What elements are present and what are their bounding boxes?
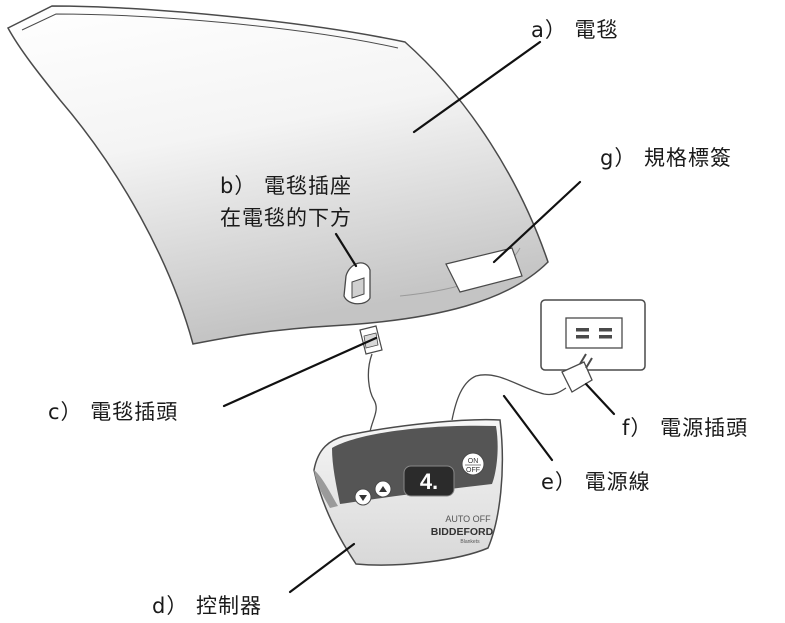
on-off-button[interactable]: ON OFF [461,452,485,476]
auto-off-text: AUTO OFF [445,514,491,524]
controller-panel [332,425,498,504]
callout-line-f [584,382,616,416]
label-blanket-plug: c） 電毯插頭 [48,400,179,424]
svg-text:OFF: OFF [466,467,480,474]
wall-outlet [540,299,646,371]
label-power-plug: f） 電源插頭 [622,416,749,440]
callout-line-b [334,232,358,268]
display-value: 4. [420,469,438,494]
callout-lines [222,40,616,594]
controller: 4. ON OFF AUTO OFF BIDDEFORD Blankets [313,418,504,566]
triangle-up-icon [379,486,387,492]
callout-line-c [222,336,378,408]
power-plug [561,353,593,393]
callout-line-d [288,542,356,594]
blanket-cord [367,353,377,433]
controller-display [403,465,455,497]
callout-line-g [492,180,582,264]
callout-line-e [502,394,554,462]
electric-blanket [6,5,549,345]
label-power-cord: e） 電源線 [541,470,651,494]
power-cord [451,374,567,421]
label-socket-line2: 在電毯的下方 [220,206,352,230]
callout-line-a [412,40,542,134]
temp-down-button[interactable] [354,488,372,506]
label-controller: d） 控制器 [152,594,263,618]
label-blanket: a） 電毯 [531,18,619,42]
label-socket-line1: b） 電毯插座 [219,174,352,198]
brand-sub-text: Blankets [460,539,480,545]
spec-label-tag [445,247,523,293]
temp-up-button[interactable] [374,480,392,498]
svg-text:ON: ON [468,458,479,465]
blanket-socket [343,262,371,305]
label-spec-tag: g） 規格標簽 [600,146,733,170]
brand-text: BIDDEFORD [431,526,494,538]
triangle-down-icon [359,495,367,501]
